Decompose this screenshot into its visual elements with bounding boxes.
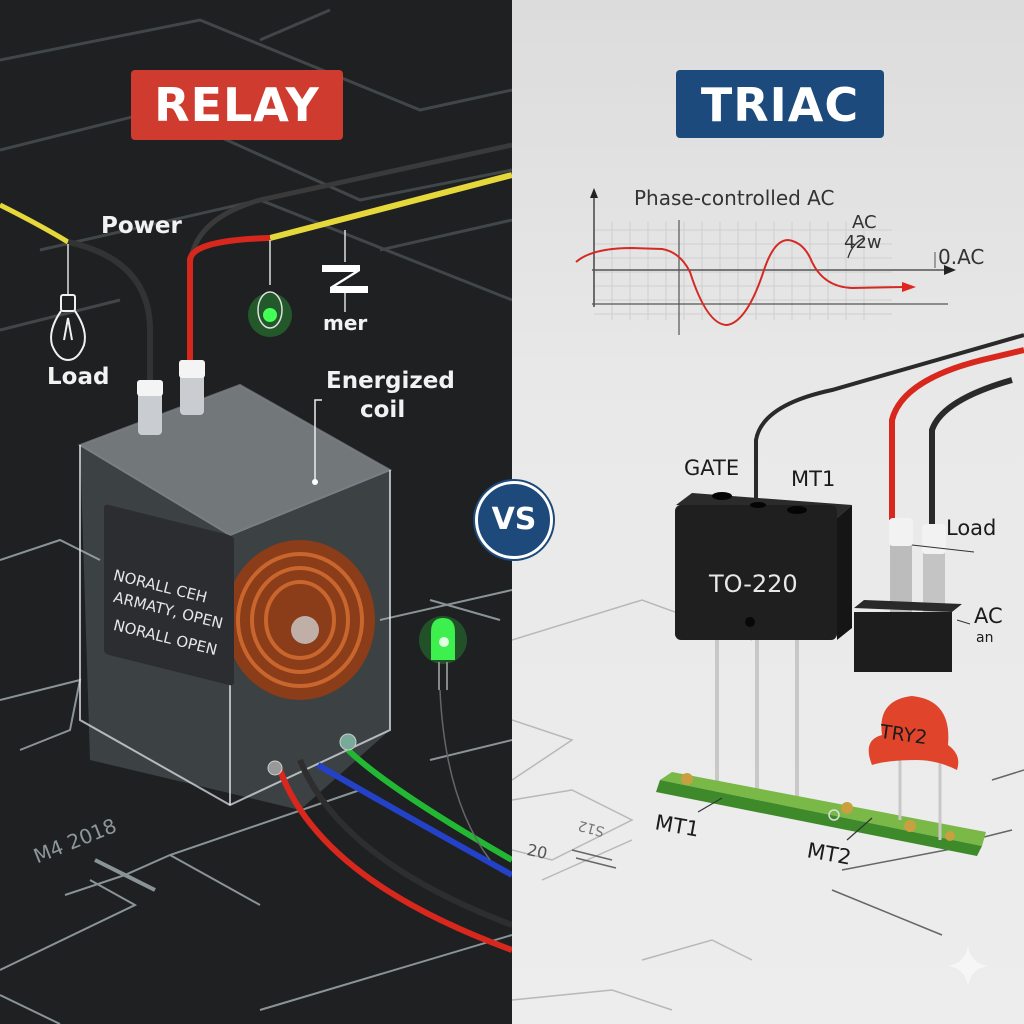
vs-badge: VS (475, 481, 553, 559)
blue-wire (316, 762, 512, 878)
mt1-top-label: MT1 (791, 467, 836, 491)
triac-components (656, 333, 1024, 856)
copper-coil (225, 540, 375, 700)
to220-package (675, 492, 852, 640)
green-wire (345, 747, 512, 863)
annotation-leader (847, 237, 865, 259)
y-axis-arrow-icon (590, 188, 598, 198)
disc-capacitor (868, 696, 959, 840)
graph-title: Phase-controlled AC (634, 186, 835, 210)
black-wire-load (67, 239, 153, 385)
gate-wire (754, 333, 1024, 510)
schematic-capacitor-mark (94, 858, 156, 892)
load-terminal-block (854, 518, 975, 672)
relay-panel: RELAY Power Load mer Energized coil NORA… (0, 8, 512, 1024)
waveform-arrow-icon (902, 282, 916, 292)
gate-label: GATE (684, 456, 740, 480)
red-load-wire (889, 347, 1024, 520)
black-load-wire (929, 377, 1013, 530)
green-pcb (656, 772, 986, 856)
schematic-label-20: 20 (525, 840, 550, 863)
yellow-wire-right (269, 172, 512, 241)
black-wire-top (187, 142, 512, 271)
relay-title-badge: RELAY (131, 70, 343, 140)
relay-component (77, 360, 393, 810)
energized-coil-label-line1: Energized (326, 368, 455, 394)
load-label: Load (47, 364, 110, 390)
triac-title-badge: TRIAC (676, 70, 884, 138)
graph-axis-label: 0.AC (938, 245, 985, 269)
indicator-bulb-icon (248, 291, 292, 337)
yellow-wire-left (0, 202, 70, 245)
mer-label: mer (323, 311, 368, 335)
energized-coil-label-line2: coil (360, 397, 406, 423)
lightbulb-icon (50, 294, 86, 362)
an-label: an (976, 630, 994, 646)
green-led-icon (419, 616, 491, 861)
relay-schematic-background (0, 8, 512, 1024)
power-label: Power (101, 213, 182, 239)
to220-label: TO-220 (709, 570, 798, 598)
red-wire-bottom (277, 768, 512, 953)
waveform-line (575, 238, 905, 327)
graph-annotation-ac: AC (852, 212, 877, 233)
ac-label: AC (974, 604, 1003, 628)
triac-panel: TRIAC Phase-controlled AC AC 42w 0.AC GA… (512, 0, 1024, 1024)
to220-leads (715, 640, 799, 800)
load-label-triac: Load (946, 516, 997, 540)
black-wire-bottom (297, 758, 512, 928)
phase-controlled-ac-graph (575, 188, 956, 335)
triac-schematic-background (512, 599, 1024, 1011)
graph-annotation-42w: 42w (844, 232, 882, 253)
x-axis-arrow-icon (944, 265, 956, 275)
zener-symbol-icon (322, 265, 368, 293)
red-wire-power (187, 235, 271, 375)
